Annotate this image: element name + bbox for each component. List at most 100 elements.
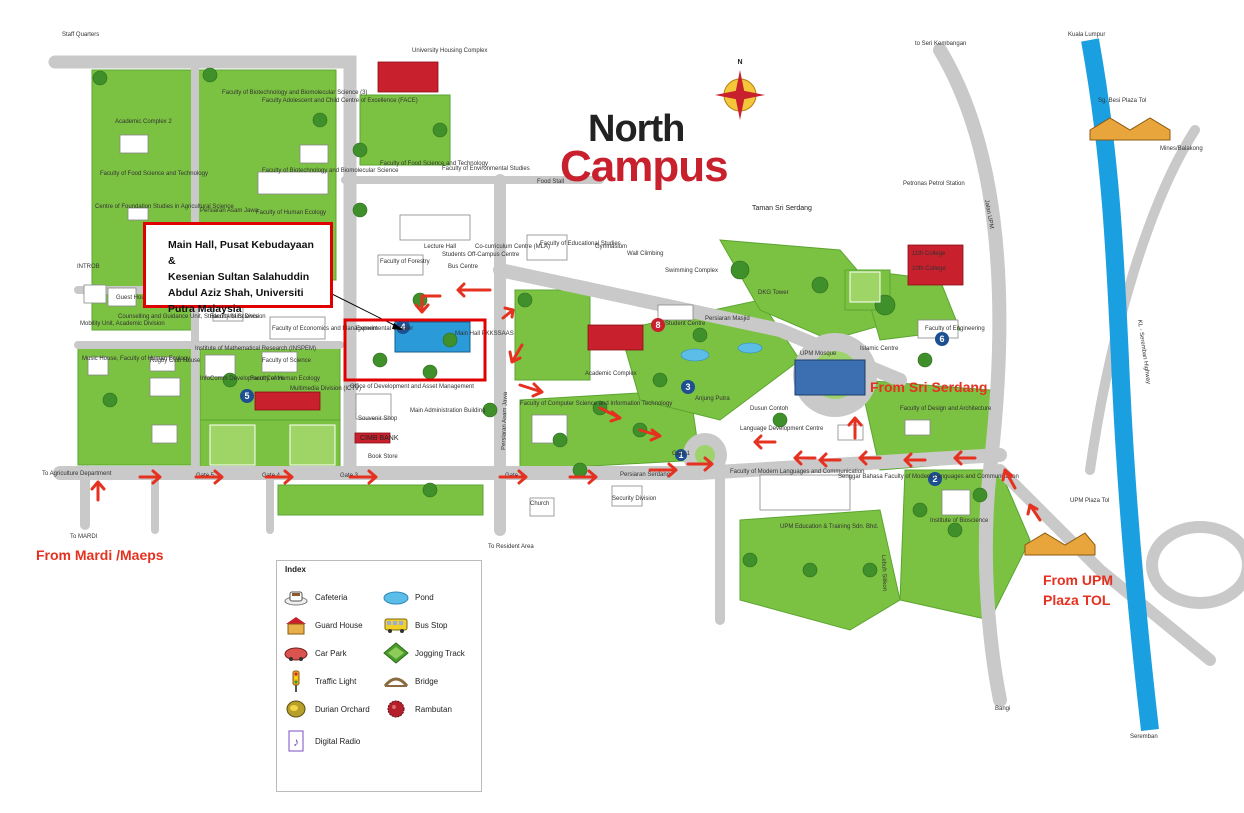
label-inspem: Institute of Mathematical Research (INSP…: [195, 346, 316, 352]
label-wall-climbing: Wall Climbing: [627, 251, 663, 257]
legend-label-guard-house: Guard House: [315, 620, 363, 630]
label-church: Church: [530, 501, 549, 507]
label-engineering: Faculty of Engineering: [925, 326, 985, 332]
label-academic2: Academic Complex 2: [115, 119, 172, 125]
digital-radio-icon: ♪: [283, 730, 309, 752]
label-food-stall: Food Stall: [537, 179, 564, 185]
label-human-ecology: Faculty of Human Ecology: [256, 210, 326, 216]
label-book-store: Book Store: [368, 454, 398, 460]
label-dusun: Dusun Contoh: [750, 406, 788, 412]
north-campus-title: North Campus: [560, 108, 729, 191]
legend-label-traffic-light: Traffic Light: [315, 676, 357, 686]
label-office-dev: Office of Development and Asset Manageme…: [350, 384, 474, 390]
title-north: North: [588, 108, 685, 150]
bridge-icon: [383, 670, 409, 692]
label-computer: Faculty of Computer Science and Informat…: [520, 401, 672, 407]
toll-plaza-icons: [1024, 117, 1171, 556]
label-infocomm: InfoComm Development Centre: [200, 376, 285, 382]
label-kuala-lumpur: Kuala Lumpur: [1068, 32, 1105, 38]
label-taman: Taman Sri Serdang: [752, 205, 812, 212]
label-mines: Mines/Balakong: [1160, 146, 1203, 152]
label-science: Faculty of Science: [210, 314, 260, 320]
label-env: Faculty of Environmental Studies: [442, 166, 530, 172]
label-science2: Faculty of Science: [262, 358, 312, 364]
car-park-icon: [283, 642, 309, 664]
legend-label-bus-stop: Bus Stop: [415, 620, 448, 630]
label-economics: Faculty of Economics and Management: [272, 326, 378, 332]
interchange-loop: [1146, 521, 1244, 609]
label-human-ecology2: Faculty of Human Ecology: [250, 376, 320, 382]
label-persiaran-masjid: Persiaran Masjid: [705, 316, 750, 322]
legend-label-rambutan: Rambutan: [415, 704, 452, 714]
from-mardi-label: From Mardi /Maeps: [36, 547, 164, 563]
label-to-mardi: To MARDI: [70, 534, 98, 540]
label-gate1: Gate 1: [672, 451, 691, 457]
marker-4: 4: [400, 322, 405, 332]
label-bangi: Bangi: [995, 706, 1010, 712]
legend-item-rambutan: Rambutan: [383, 697, 452, 721]
label-forestry: Faculty of Forestry: [380, 259, 430, 265]
label-agri-dept: To Agriculture Department: [42, 471, 112, 477]
map-legend: Index Cafeteria Guard House Car Park Tra…: [276, 560, 482, 792]
title-campus: Campus: [560, 142, 729, 191]
label-highway: KL - Seremban Highway: [1136, 319, 1151, 384]
marker-3: 3: [685, 382, 690, 392]
label-modern-lang: Faculty of Modern Languages and Communic…: [730, 469, 864, 475]
label-food-sci2: Faculty of Food Science and Technology: [380, 161, 488, 167]
numbered-markers: 4 5 3 2 6 1 8: [240, 318, 949, 486]
label-music: Music House, Faculty of Human Ecology: [82, 356, 190, 362]
roundabout-2-island: [695, 445, 715, 465]
label-college10: 10th College: [912, 266, 946, 272]
label-to-seri: to Seri Kembangan: [915, 41, 966, 47]
legend-item-car-park: Car Park: [283, 641, 347, 665]
label-senggar: Senggar Bahasa Faculty of Modern Languag…: [838, 474, 1019, 480]
red-roof-buildings: [254, 61, 964, 444]
label-jalan-upm: Jalan UPM: [983, 199, 994, 229]
label-persiaran-jawa2: Persiaran Asam Jawa: [501, 391, 509, 450]
main-hall-highlight: [343, 318, 487, 382]
guard-house-icon: [283, 614, 309, 636]
main-hall-callout: Main Hall, Pusat Kebudayaan & Kesenian S…: [143, 222, 333, 315]
jogging-track-icon: [383, 642, 409, 664]
label-housing: University Housing Complex: [412, 48, 487, 54]
marker-8: 8: [655, 320, 660, 330]
label-college11: 11th College: [912, 251, 946, 257]
kl-seremban-highway: [1081, 38, 1159, 732]
marker-6: 6: [939, 334, 944, 344]
legend-item-bridge: Bridge: [383, 669, 438, 693]
compass-n: N: [737, 59, 742, 66]
legend-label-durian: Durian Orchard: [315, 704, 370, 714]
label-upm-training: UPM Education & Training Sdn. Bhd.: [780, 524, 879, 530]
svg-text:♪: ♪: [293, 735, 299, 749]
legend-item-jogging: Jogging Track: [383, 641, 465, 665]
label-bus-centre: Bus Centre: [448, 264, 479, 270]
label-gymnasium: Gymnasium: [595, 244, 627, 250]
legend-item-digital-radio: ♪ Digital Radio: [283, 729, 360, 753]
label-dkg: DKG Tower: [758, 290, 789, 296]
label-cocurriculum: Co-curriculum Centre (MLA): [475, 244, 550, 250]
label-islamic: Islamic Centre: [860, 346, 899, 352]
label-food-sci: Faculty of Food Science and Technology: [100, 171, 208, 177]
ponds: [680, 342, 763, 362]
label-upm-mosque: UPM Mosque: [800, 351, 837, 357]
label-resident: To Resident Area: [488, 544, 534, 550]
label-student-centre: Student Centre: [665, 321, 706, 327]
legend-label-jogging: Jogging Track: [415, 648, 465, 658]
legend-label-bridge: Bridge: [415, 676, 439, 686]
label-main-admin: Main Administration Building: [410, 408, 485, 414]
label-biotech: Faculty of Biotechnology and Biomolecula…: [262, 168, 399, 174]
sports-fields: [209, 271, 881, 466]
from-upm-plaza-label: From UPM Plaza TOL: [1043, 572, 1113, 608]
label-mobility: Mobility Unit, Academic Division: [80, 321, 165, 327]
label-educational: Faculty of Educational Studies: [540, 241, 621, 247]
marker-1: 1: [678, 450, 683, 460]
label-bioscience: Institute of Bioscience: [930, 518, 989, 524]
map-labels: Staff Quarters University Housing Comple…: [42, 32, 1203, 740]
label-security: Security Division: [612, 496, 656, 502]
buildings: [83, 134, 971, 517]
traffic-light-icon: [283, 670, 309, 692]
pond-icon: [383, 586, 409, 608]
bus-stop-icon: [383, 614, 409, 636]
mosque-building: [794, 359, 866, 396]
legend-label-cafeteria: Cafeteria: [315, 592, 348, 602]
